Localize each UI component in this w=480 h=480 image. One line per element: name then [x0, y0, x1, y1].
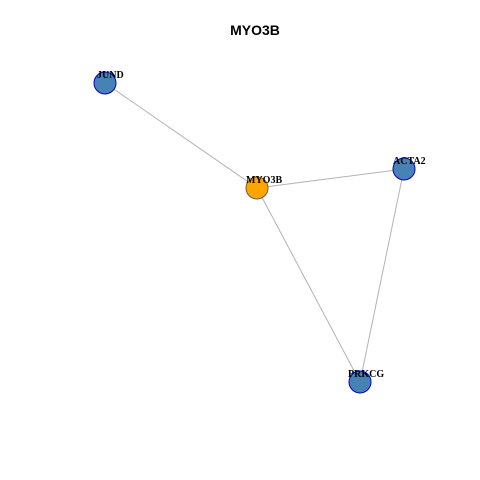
node-prkcg[interactable]: PRKCG: [348, 369, 384, 394]
edge-myo3b-acta2: [256, 168, 405, 189]
edge-layer: [104, 82, 405, 383]
node-label-myo3b: MYO3B: [246, 175, 282, 186]
edge-acta2-prkcg: [359, 168, 405, 383]
node-label-acta2: ACTA2: [393, 156, 426, 167]
node-circle-myo3b[interactable]: [245, 176, 269, 200]
node-jund[interactable]: JUND: [93, 70, 124, 95]
node-label-prkcg: PRKCG: [348, 369, 384, 380]
edge-jund-myo3b: [104, 82, 258, 189]
edge-myo3b-prkcg: [256, 187, 361, 383]
node-circle-prkcg[interactable]: [348, 370, 372, 394]
node-myo3b[interactable]: MYO3B: [245, 175, 282, 200]
node-circle-jund[interactable]: [93, 71, 117, 95]
node-acta2[interactable]: ACTA2: [392, 156, 426, 181]
node-circle-acta2[interactable]: [392, 157, 416, 181]
diagram-title: MYO3B: [230, 22, 280, 38]
node-label-jund: JUND: [97, 70, 124, 81]
